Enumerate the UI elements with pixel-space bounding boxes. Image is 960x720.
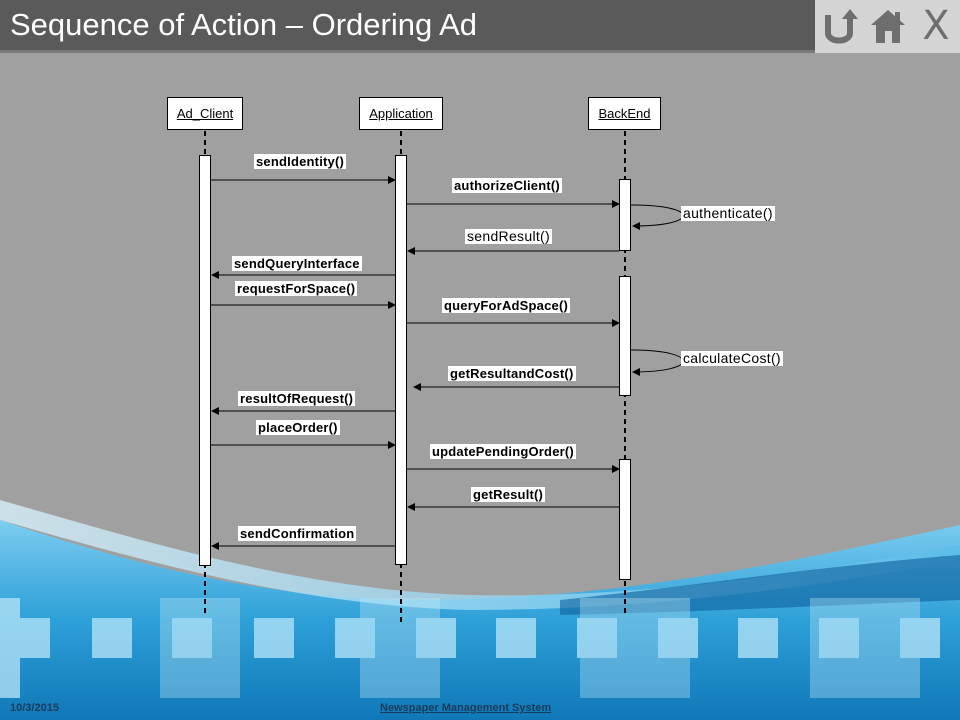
message-label-sendIdentity: sendIdentity()	[254, 154, 347, 169]
activation-backend-3	[619, 459, 631, 580]
message-label-updatePendingOrder: updatePendingOrder()	[430, 444, 576, 459]
close-icon: X	[922, 3, 950, 49]
message-label-sendQueryInterface: sendQueryInterface	[232, 256, 362, 271]
message-label-getResultandCost: getResultandCost()	[448, 366, 576, 381]
message-label-requestForSpace: requestForSpace()	[235, 281, 358, 296]
arrow-calculateCost	[630, 349, 684, 376]
lifeline-header-backend: BackEnd	[588, 97, 661, 130]
message-label-sendResult: sendResult()	[465, 228, 552, 244]
activation-ad-client	[199, 155, 211, 566]
home-icon	[871, 10, 905, 43]
message-label-sendConfirmation: sendConfirmation	[238, 526, 357, 541]
navigation-bar: X	[815, 0, 960, 53]
arrow-authenticate	[630, 204, 684, 230]
message-label-calculateCost: calculateCost()	[681, 350, 783, 366]
lifeline-header-application: Application	[359, 97, 443, 130]
close-button[interactable]: X	[916, 5, 956, 47]
back-button[interactable]	[820, 5, 860, 47]
message-label-placeOrder: placeOrder()	[256, 420, 340, 435]
return-icon	[825, 9, 858, 44]
title-bar: Sequence of Action – Ordering Ad	[0, 0, 815, 53]
message-label-queryForAdSpace: queryForAdSpace()	[442, 298, 571, 313]
lifeline-header-ad-client: Ad_Client	[167, 97, 243, 130]
slide-title: Sequence of Action – Ordering Ad	[10, 7, 478, 42]
footer-text: Newspaper Management System	[380, 702, 552, 714]
activation-backend-1	[619, 179, 631, 251]
message-label-resultOfRequest: resultOfRequest()	[238, 391, 356, 406]
home-button[interactable]	[868, 5, 908, 47]
activation-application	[395, 155, 407, 565]
message-label-authorizeClient: authorizeClient()	[452, 178, 562, 193]
message-label-authenticate: authenticate()	[681, 205, 775, 221]
activation-backend-2	[619, 276, 631, 396]
message-label-getResult: getResult()	[471, 487, 546, 502]
footer-date: 10/3/2015	[10, 702, 59, 714]
